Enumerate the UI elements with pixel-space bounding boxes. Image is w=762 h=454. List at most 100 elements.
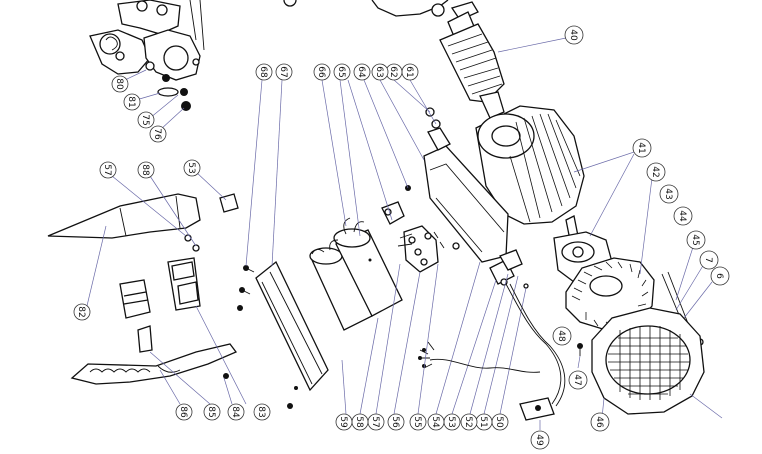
callout-64: 64 <box>353 63 371 81</box>
callout-57-lower: 57 <box>367 413 385 431</box>
svg-text:56: 56 <box>390 416 400 428</box>
callout-86: 86 <box>175 403 193 421</box>
callout-41: 41 <box>632 138 652 158</box>
fan-cover-screw <box>577 343 583 369</box>
svg-text:75: 75 <box>140 114 150 125</box>
callout-57: 57 <box>99 161 117 179</box>
svg-text:80: 80 <box>114 78 124 90</box>
svg-text:62: 62 <box>388 66 398 77</box>
callout-83: 83 <box>253 403 271 421</box>
callout-53: 53 <box>183 159 201 177</box>
callout-88: 88 <box>137 161 155 179</box>
svg-text:63: 63 <box>374 66 384 77</box>
callout-76: 76 <box>149 125 167 143</box>
motor-leads <box>418 341 541 373</box>
rotor-shaft <box>439 1 567 119</box>
svg-text:45: 45 <box>690 234 700 245</box>
callout-7: 7 <box>699 250 719 270</box>
svg-text:88: 88 <box>140 164 150 176</box>
callout-46: 46 <box>590 412 610 432</box>
svg-text:61: 61 <box>404 66 414 77</box>
callout-51: 51 <box>475 413 493 431</box>
svg-text:54: 54 <box>430 416 440 428</box>
svg-text:57: 57 <box>102 164 112 175</box>
svg-text:55: 55 <box>412 416 422 427</box>
callout-50: 50 <box>491 413 509 431</box>
callout-43: 43 <box>659 184 679 204</box>
svg-text:85: 85 <box>206 406 216 417</box>
svg-text:53: 53 <box>186 162 196 173</box>
callout-6: 6 <box>710 266 730 286</box>
svg-text:42: 42 <box>650 166 660 177</box>
callout-47: 47 <box>568 370 588 390</box>
callout-49: 49 <box>530 430 550 450</box>
hook-assembly <box>89 0 205 131</box>
callout-84: 84 <box>227 403 245 421</box>
callout-82: 82 <box>73 303 91 321</box>
svg-text:76: 76 <box>152 128 162 140</box>
callout-81: 81 <box>123 93 141 111</box>
svg-text:81: 81 <box>126 96 136 107</box>
handle-grip <box>70 343 238 405</box>
svg-text:46: 46 <box>594 416 604 428</box>
callout-54: 54 <box>427 413 445 431</box>
callout-80: 80 <box>111 75 129 93</box>
callout-65: 65 <box>333 63 351 81</box>
switch-assembly <box>111 171 247 405</box>
callout-85: 85 <box>203 403 221 421</box>
svg-text:58: 58 <box>354 416 364 428</box>
svg-text:59: 59 <box>338 416 348 428</box>
svg-text:68: 68 <box>258 66 268 78</box>
callout-55: 55 <box>409 413 427 431</box>
svg-text:49: 49 <box>534 434 544 446</box>
callout-61: 61 <box>401 63 419 81</box>
callout-75: 75 <box>137 111 155 129</box>
terminal-cover-plate <box>255 79 329 392</box>
handle-cover <box>47 193 201 311</box>
callout-66: 66 <box>313 63 331 81</box>
svg-text:52: 52 <box>463 416 473 427</box>
callout-52: 52 <box>460 413 478 431</box>
svg-text:82: 82 <box>76 306 86 317</box>
svg-text:53: 53 <box>446 416 456 427</box>
callout-42: 42 <box>646 162 666 182</box>
power-cable-plug <box>505 283 566 430</box>
terminal-block <box>347 79 460 273</box>
svg-text:6: 6 <box>714 273 724 279</box>
cover-screws <box>237 79 293 409</box>
svg-text:40: 40 <box>568 29 578 41</box>
svg-text:44: 44 <box>677 210 687 222</box>
svg-text:57: 57 <box>370 416 380 427</box>
cooling-fan <box>565 177 655 331</box>
callout-63: 63 <box>371 63 389 81</box>
stator-housing <box>475 105 641 225</box>
callout-59: 59 <box>335 413 353 431</box>
callout-40: 40 <box>564 25 584 45</box>
svg-text:7: 7 <box>703 257 713 263</box>
svg-text:41: 41 <box>636 142 646 153</box>
cable-glands <box>435 249 529 415</box>
svg-text:50: 50 <box>494 416 504 428</box>
top-cap-fragment <box>283 0 449 17</box>
lower-leaders <box>341 263 439 415</box>
capacitors <box>309 79 403 331</box>
svg-text:83: 83 <box>256 406 266 417</box>
svg-text:47: 47 <box>572 374 582 385</box>
svg-text:48: 48 <box>556 330 566 342</box>
callout-48: 48 <box>552 326 572 346</box>
callout-44: 44 <box>673 206 693 226</box>
fan-cover <box>591 307 723 419</box>
callout-58: 58 <box>351 413 369 431</box>
svg-text:86: 86 <box>178 406 188 418</box>
svg-text:66: 66 <box>316 66 326 78</box>
svg-text:84: 84 <box>230 406 240 418</box>
svg-text:51: 51 <box>478 416 488 427</box>
callout-56: 56 <box>387 413 405 431</box>
svg-text:67: 67 <box>278 66 288 77</box>
svg-text:64: 64 <box>356 66 366 78</box>
svg-text:65: 65 <box>336 66 346 77</box>
callout-67: 67 <box>275 63 293 81</box>
svg-text:43: 43 <box>663 188 673 199</box>
callout-68: 68 <box>255 63 273 81</box>
